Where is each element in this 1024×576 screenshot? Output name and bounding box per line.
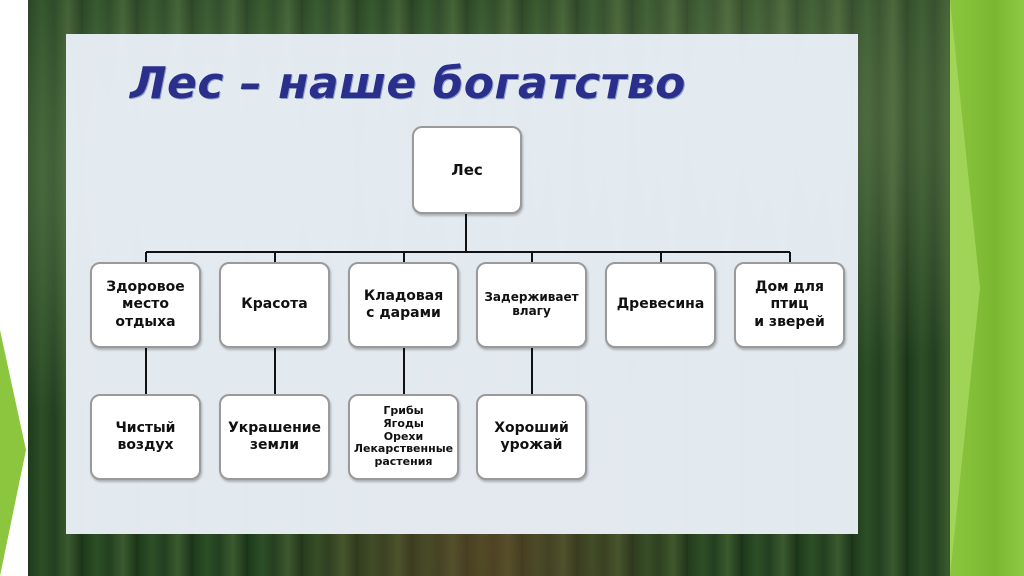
node-forest-root: Лес — [412, 126, 522, 214]
green-wedge-right — [950, 0, 980, 576]
node-pantry-with-gifts: Кладовая с дарами — [348, 262, 459, 348]
node-clean-air: Чистый воздух — [90, 394, 201, 480]
node-healthy-rest-place: Здоровое место отдыха — [90, 262, 201, 348]
node-home-for-birds-animals: Дом для птиц и зверей — [734, 262, 845, 348]
node-mushrooms-berries-nuts-herbs: Грибы Ягоды Орехи Лекарственные растения — [348, 394, 459, 480]
node-good-harvest: Хороший урожай — [476, 394, 587, 480]
node-earth-decoration: Украшение земли — [219, 394, 330, 480]
node-retains-moisture: Задерживает влагу — [476, 262, 587, 348]
green-wedge-left — [0, 330, 26, 576]
slide-title: Лес – наше богатство — [130, 58, 686, 109]
node-beauty: Красота — [219, 262, 330, 348]
node-timber: Древесина — [605, 262, 716, 348]
